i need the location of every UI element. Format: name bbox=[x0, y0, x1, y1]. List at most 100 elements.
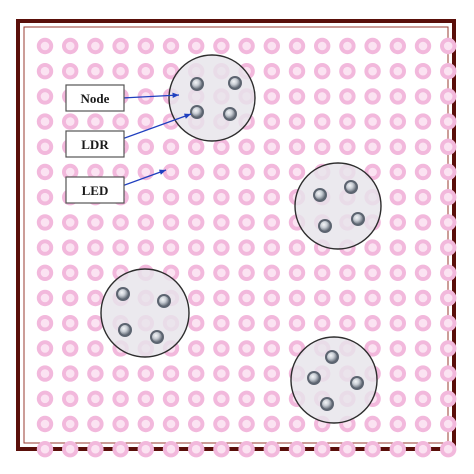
led bbox=[188, 340, 205, 357]
led bbox=[36, 441, 54, 458]
led bbox=[389, 239, 406, 256]
led bbox=[87, 214, 104, 231]
led bbox=[238, 315, 255, 332]
led bbox=[36, 390, 54, 407]
node-body bbox=[294, 162, 382, 250]
led bbox=[36, 365, 54, 382]
led bbox=[61, 113, 79, 130]
led bbox=[414, 37, 432, 55]
nodes-layer bbox=[100, 54, 382, 424]
led bbox=[87, 315, 104, 332]
led bbox=[213, 189, 230, 206]
led bbox=[263, 113, 280, 130]
led bbox=[389, 340, 406, 357]
led bbox=[414, 163, 432, 181]
led bbox=[188, 365, 205, 382]
led bbox=[61, 264, 79, 281]
led bbox=[339, 88, 356, 105]
led bbox=[87, 163, 104, 181]
led bbox=[238, 441, 255, 458]
arrow-head bbox=[172, 92, 179, 99]
led bbox=[188, 415, 205, 433]
arrow-head bbox=[184, 113, 191, 119]
led bbox=[364, 415, 381, 433]
led bbox=[213, 415, 230, 433]
node-1 bbox=[168, 54, 256, 142]
led bbox=[188, 441, 205, 458]
led bbox=[414, 264, 432, 281]
frame-inner bbox=[23, 26, 449, 444]
led bbox=[389, 415, 406, 433]
led bbox=[288, 113, 306, 130]
led bbox=[414, 189, 432, 206]
led bbox=[162, 37, 180, 55]
led bbox=[314, 62, 331, 80]
led bbox=[162, 189, 180, 206]
node-callout-label: Node bbox=[81, 91, 110, 106]
led bbox=[112, 62, 129, 80]
led bbox=[440, 264, 457, 281]
led bbox=[364, 138, 381, 155]
led bbox=[440, 163, 457, 181]
led bbox=[36, 138, 54, 155]
node-callout: Node bbox=[65, 84, 125, 112]
led bbox=[213, 289, 230, 307]
led bbox=[440, 340, 457, 357]
led bbox=[162, 390, 180, 407]
led bbox=[364, 239, 381, 256]
led bbox=[364, 62, 381, 80]
led bbox=[238, 239, 255, 256]
led bbox=[188, 214, 205, 231]
led bbox=[36, 415, 54, 433]
node-body bbox=[290, 336, 378, 424]
led bbox=[188, 239, 205, 256]
led bbox=[61, 441, 79, 458]
led bbox=[288, 62, 306, 80]
led bbox=[36, 289, 54, 307]
led bbox=[314, 113, 331, 130]
led bbox=[188, 264, 205, 281]
led bbox=[238, 264, 255, 281]
led bbox=[263, 189, 280, 206]
led bbox=[137, 441, 154, 458]
led bbox=[213, 340, 230, 357]
led bbox=[137, 138, 154, 155]
led bbox=[162, 239, 180, 256]
led bbox=[112, 214, 129, 231]
led bbox=[414, 88, 432, 105]
led bbox=[288, 138, 306, 155]
led bbox=[137, 390, 154, 407]
led bbox=[364, 264, 381, 281]
ldr-sensor bbox=[318, 219, 332, 233]
led bbox=[137, 113, 154, 130]
led bbox=[414, 138, 432, 155]
led bbox=[389, 365, 406, 382]
led bbox=[213, 37, 230, 55]
led bbox=[36, 113, 54, 130]
led bbox=[112, 390, 129, 407]
led bbox=[364, 113, 381, 130]
led bbox=[36, 340, 54, 357]
led bbox=[440, 415, 457, 433]
led bbox=[339, 62, 356, 80]
led bbox=[263, 239, 280, 256]
led bbox=[188, 289, 205, 307]
led bbox=[137, 365, 154, 382]
led bbox=[389, 37, 406, 55]
led bbox=[389, 441, 406, 458]
ldr-sensor bbox=[325, 350, 339, 364]
led bbox=[389, 62, 406, 80]
led bbox=[389, 189, 406, 206]
led-callout-box bbox=[65, 176, 125, 204]
led bbox=[238, 415, 255, 433]
led bbox=[288, 441, 306, 458]
node-callout-box bbox=[65, 84, 125, 112]
led bbox=[238, 189, 255, 206]
led bbox=[414, 113, 432, 130]
led bbox=[137, 62, 154, 80]
ldr-sensor bbox=[157, 294, 171, 308]
frame-outer bbox=[16, 19, 456, 451]
led bbox=[288, 88, 306, 105]
led bbox=[137, 214, 154, 231]
